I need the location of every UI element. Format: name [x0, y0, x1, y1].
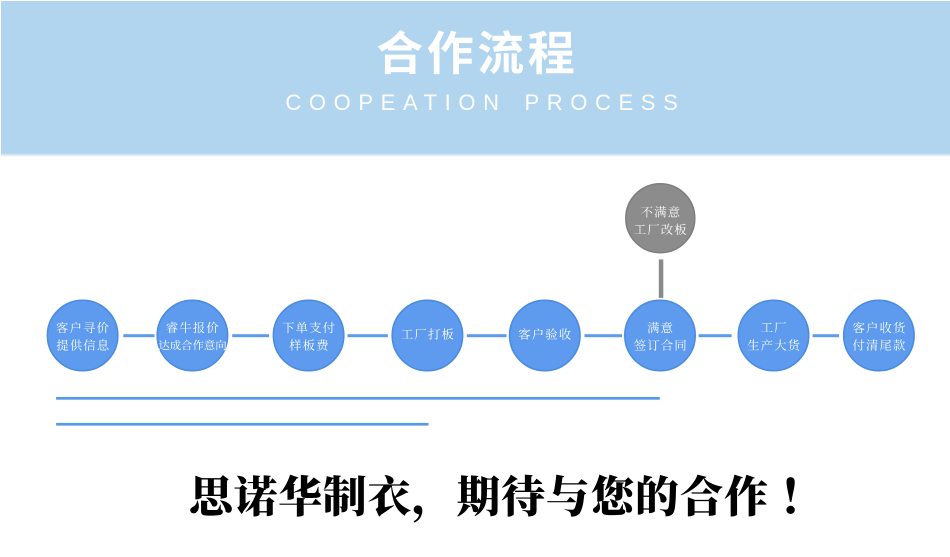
svg-text:COOPEATION PROCESS: COOPEATION PROCESS [285, 90, 685, 115]
